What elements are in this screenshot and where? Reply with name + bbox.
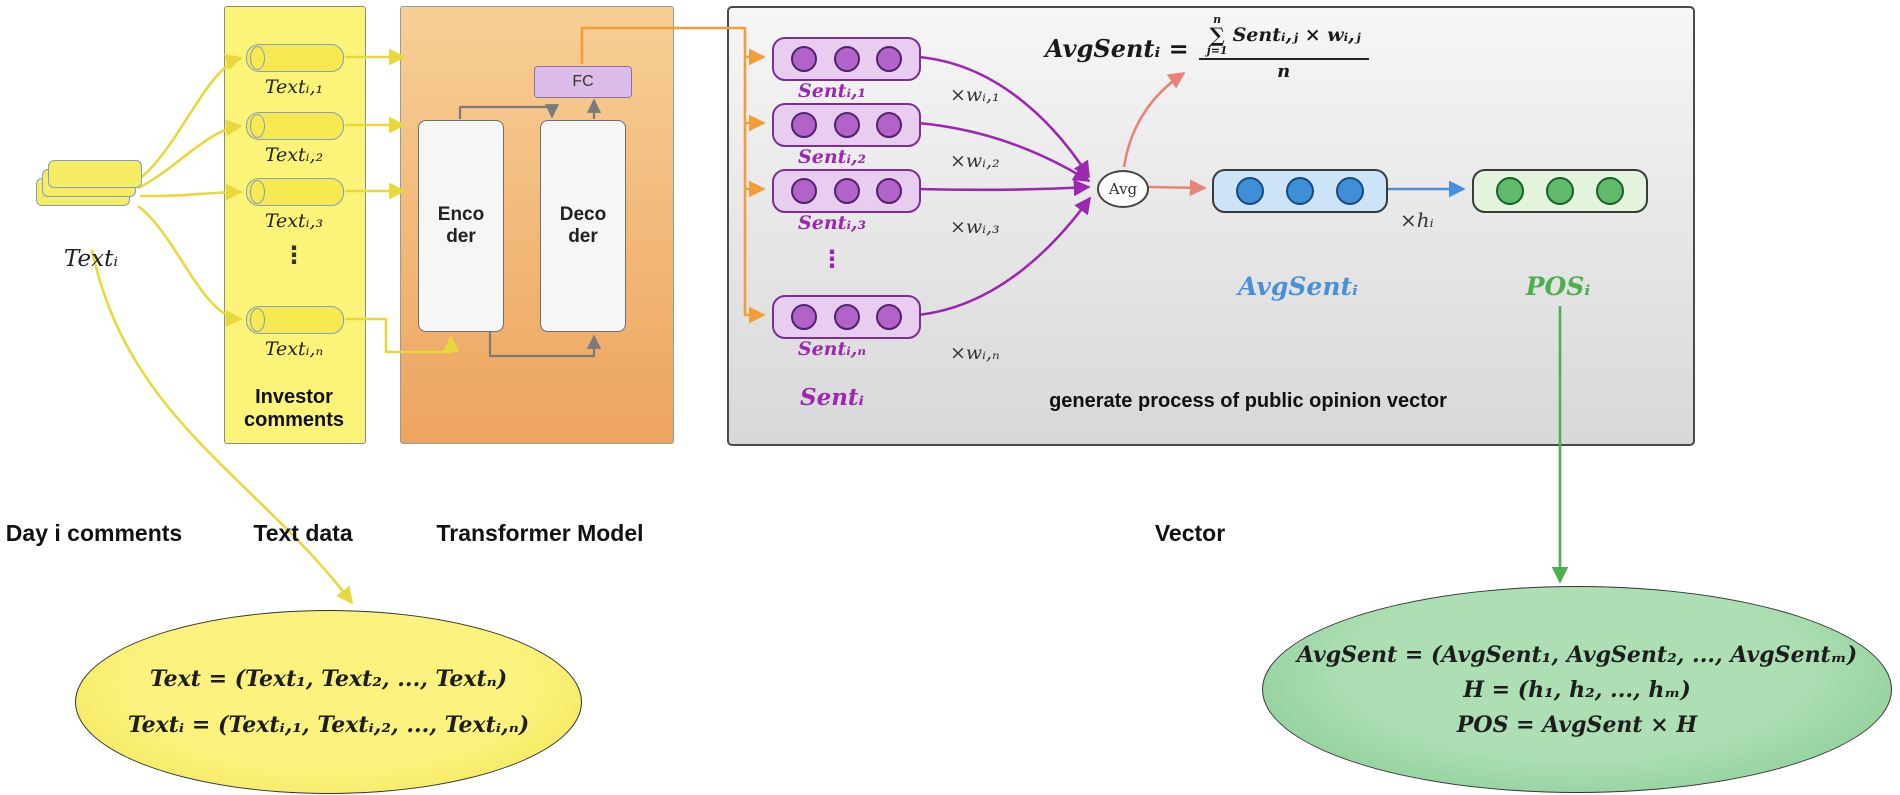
arrow-sentn-to-avg bbox=[917, 196, 1092, 317]
arrow-sent3-to-avg bbox=[917, 179, 1091, 197]
weight-label-n: ×wᵢ,ₙ bbox=[950, 342, 1000, 364]
label-text-data: Text data bbox=[253, 520, 353, 546]
text-cylinder-3 bbox=[246, 178, 344, 206]
text-cylinder-label-3: Textᵢ,₃ bbox=[264, 210, 324, 232]
formula-fraction: n ∑ j=1 Sentᵢ,ⱼ × wᵢ,ⱼ n bbox=[1198, 13, 1369, 82]
arrow-stack-to-text1 bbox=[137, 54, 243, 182]
arrow-avg-to-formula bbox=[1122, 71, 1186, 168]
arrow-encoder-to-decoder bbox=[458, 104, 560, 119]
summation-symbol: n ∑ j=1 bbox=[1206, 13, 1228, 57]
investor-comments-caption: Investor comments bbox=[243, 386, 345, 431]
vector-cell bbox=[790, 46, 817, 72]
vector-cell bbox=[833, 178, 860, 204]
encoder-box: Enco der bbox=[418, 120, 504, 332]
avgsent-label: AvgSentᵢ bbox=[1237, 272, 1359, 301]
vector-cell bbox=[876, 46, 903, 72]
vector-cell bbox=[1496, 177, 1524, 205]
vector-cell bbox=[876, 178, 903, 204]
vector-cell bbox=[1236, 177, 1264, 205]
arrow-sent1-to-avg bbox=[917, 55, 1091, 179]
arrow-stack-to-textn bbox=[137, 204, 243, 328]
label-transformer-model: Transformer Model bbox=[436, 520, 644, 546]
formula-denominator: n bbox=[1277, 61, 1291, 82]
vector-cell bbox=[790, 304, 817, 330]
vector-cell bbox=[833, 112, 860, 138]
weight-label-1: ×wᵢ,₁ bbox=[950, 84, 1000, 106]
text-cylinder-2 bbox=[246, 112, 344, 140]
arrow-fc-to-sentn bbox=[580, 26, 766, 324]
arrow-bottom-to-decoder bbox=[488, 331, 602, 358]
weight-label-2: ×wᵢ,₂ bbox=[950, 150, 1000, 172]
arrow-stack-to-text2 bbox=[137, 119, 243, 190]
fc-layer-box: FC bbox=[534, 66, 632, 98]
vector-cell bbox=[1596, 177, 1624, 205]
sent-label-1: Sentᵢ,₁ bbox=[798, 80, 866, 102]
text-document-stack bbox=[36, 160, 148, 242]
formula-lhs: AvgSentᵢ = bbox=[1045, 33, 1189, 63]
pos-formula-line-3: POS = AvgSent × H bbox=[1456, 711, 1698, 738]
label-vector: Vector bbox=[1154, 520, 1226, 546]
vector-cell bbox=[1336, 177, 1364, 205]
sent-vector-1 bbox=[772, 37, 921, 81]
vector-cell bbox=[790, 112, 817, 138]
pos-formula-line-1: AvgSent = (AvgSent₁, AvgSent₂, ..., AvgS… bbox=[1296, 641, 1858, 668]
vector-cell bbox=[1286, 177, 1314, 205]
document-sheet bbox=[48, 160, 142, 188]
opinion-box-caption: generate process of public opinion vecto… bbox=[1049, 390, 1447, 412]
stack-label: Textᵢ bbox=[63, 246, 118, 272]
vector-cell bbox=[833, 46, 860, 72]
weight-label-3: ×wᵢ,₃ bbox=[950, 216, 1000, 238]
text-formula-line-2: Textᵢ = (Textᵢ,₁, Textᵢ,₂, ..., Textᵢ,ₙ) bbox=[127, 712, 530, 738]
label-day-i-comments: Day i comments bbox=[5, 520, 183, 546]
vector-cell bbox=[1546, 177, 1574, 205]
avgsent-vector bbox=[1212, 169, 1388, 213]
arrow-stack-to-text3 bbox=[139, 183, 243, 201]
text-formula-line-1: Text = (Text₁, Text₂, ..., Textₙ) bbox=[149, 666, 508, 692]
pos-vector bbox=[1472, 169, 1648, 213]
avgsent-formula: AvgSentᵢ = n ∑ j=1 Sentᵢ,ⱼ × wᵢ,ⱼ n bbox=[1045, 14, 1369, 82]
h-weight-label: ×hᵢ bbox=[1400, 208, 1434, 232]
sent-vector-3 bbox=[772, 169, 921, 213]
text-cylinder-n bbox=[246, 306, 344, 334]
sent-label-n: Sentᵢ,ₙ bbox=[797, 338, 867, 360]
vertical-ellipsis-icon: ⋮ bbox=[282, 242, 306, 269]
avg-node: Avg bbox=[1097, 170, 1149, 208]
text-cylinder-label-2: Textᵢ,₂ bbox=[264, 144, 324, 166]
arrow-sent2-to-avg bbox=[917, 121, 1091, 183]
pos-formula-line-2: H = (h₁, h₂, ..., hₘ) bbox=[1463, 676, 1691, 703]
vector-cell bbox=[876, 112, 903, 138]
text-formula-ellipse: Text = (Text₁, Text₂, ..., Textₙ) Textᵢ … bbox=[75, 610, 582, 794]
decoder-box: Deco der bbox=[540, 120, 626, 332]
vector-cell bbox=[876, 304, 903, 330]
vertical-ellipsis-icon: ⋮ bbox=[820, 246, 844, 273]
sent-vector-2 bbox=[772, 103, 921, 147]
formula-numerator: Sentᵢ,ⱼ × wᵢ,ⱼ bbox=[1232, 24, 1361, 46]
sent-label-2: Sentᵢ,₂ bbox=[798, 146, 866, 168]
vector-cell bbox=[790, 178, 817, 204]
arrow-avg-to-avgsent bbox=[1147, 179, 1207, 197]
sent-vector-n bbox=[772, 295, 921, 339]
pos-formula-ellipse: AvgSent = (AvgSent₁, AvgSent₂, ..., AvgS… bbox=[1262, 586, 1892, 793]
sent-group-label: Sentᵢ bbox=[799, 384, 865, 411]
pos-label: POSᵢ bbox=[1525, 272, 1591, 301]
text-cylinder-label-n: Textᵢ,ₙ bbox=[264, 338, 324, 360]
text-cylinder-1 bbox=[246, 44, 344, 72]
vector-cell bbox=[833, 304, 860, 330]
text-cylinder-label-1: Textᵢ,₁ bbox=[264, 76, 324, 98]
investor-comments-box bbox=[224, 6, 366, 444]
arrow-stack-to-text-formula bbox=[90, 249, 354, 605]
sent-label-3: Sentᵢ,₃ bbox=[798, 212, 866, 234]
arrow-textn-to-encoder bbox=[345, 317, 460, 354]
